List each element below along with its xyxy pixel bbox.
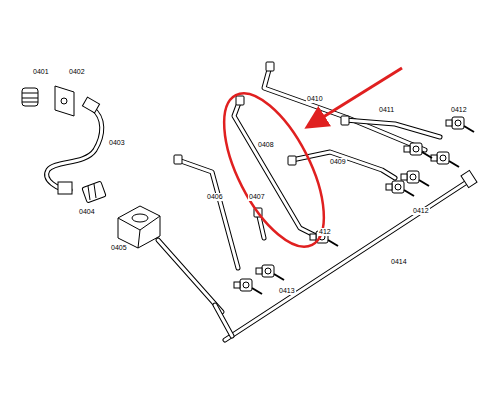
valve-body	[404, 143, 432, 158]
mounting-plate	[55, 86, 74, 116]
callout-number: 0404	[78, 208, 96, 216]
valve-body	[256, 265, 284, 280]
callout-number: 0412	[412, 207, 430, 215]
burner-tubes	[174, 62, 440, 268]
gas-regulator	[118, 206, 160, 248]
callout-number: 0411	[378, 106, 395, 114]
callout-number: 0402	[68, 68, 86, 76]
supply-pipe	[158, 240, 222, 312]
valve-body	[401, 171, 429, 186]
highlight-arrow	[312, 68, 402, 124]
gas-inlet-fitting	[22, 88, 38, 106]
callout-number: 412	[318, 228, 332, 236]
valve-body	[446, 117, 474, 132]
callout-number: 0414	[390, 258, 408, 266]
callout-number: 0413	[278, 287, 296, 295]
callout-number: 0403	[108, 139, 126, 147]
manifold-bar	[215, 170, 477, 340]
valve-body	[234, 279, 262, 294]
callout-number: 0405	[110, 244, 128, 252]
callout-number: 0401	[32, 68, 50, 76]
highlight-ellipse	[204, 79, 344, 261]
callout-number: 0412	[450, 106, 468, 114]
callout-number: 0408	[257, 141, 275, 149]
gas-valves	[234, 117, 474, 294]
valve-body	[431, 152, 459, 167]
callout-number: 0407	[248, 193, 266, 201]
callout-number: 0409	[329, 158, 347, 166]
callout-number: 0406	[206, 193, 224, 201]
flex-hose	[47, 97, 102, 194]
callout-number: 0410	[306, 95, 324, 103]
hose-adapter	[82, 181, 106, 203]
